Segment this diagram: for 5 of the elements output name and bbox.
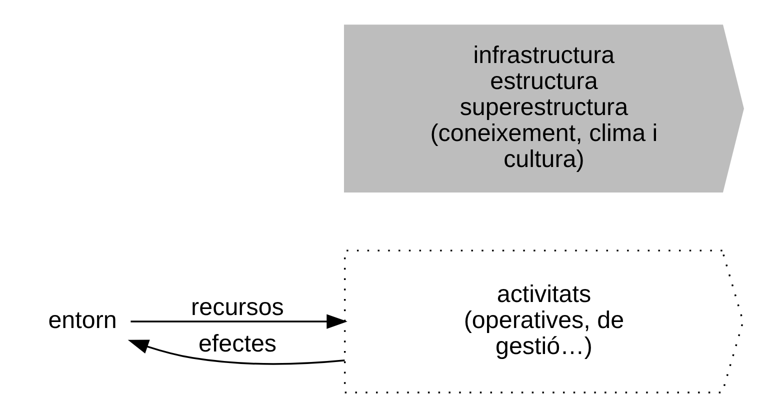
- node-text: entorn: [48, 306, 117, 334]
- edge-label: recursos: [191, 294, 284, 321]
- arrow: [130, 314, 348, 329]
- arrow: [128, 340, 345, 365]
- edge-label: efectes: [198, 330, 277, 358]
